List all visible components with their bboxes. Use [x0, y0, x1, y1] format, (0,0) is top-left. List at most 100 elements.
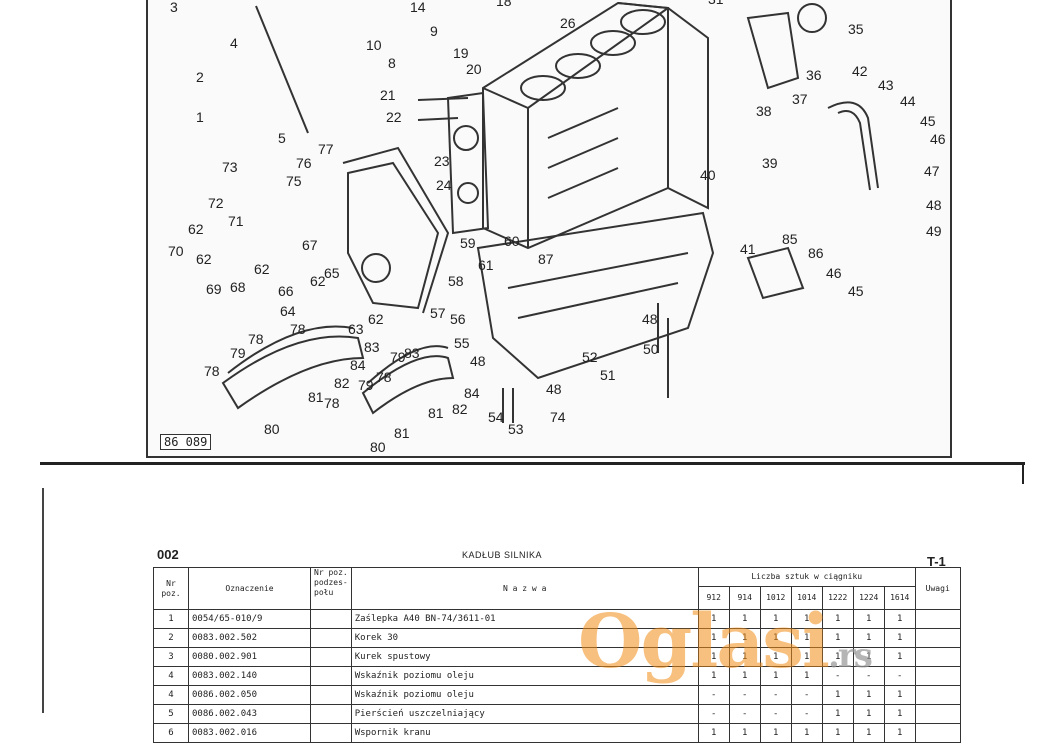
header-podzespol: Nr poz. podzes- połu — [310, 567, 352, 610]
svg-text:78: 78 — [248, 331, 264, 347]
cell-quantity: 1 — [790, 723, 823, 743]
cell-oznaczenie: 0080.002.901 — [188, 647, 311, 667]
svg-text:53: 53 — [508, 421, 524, 437]
svg-text:82: 82 — [334, 375, 350, 391]
svg-text:48: 48 — [470, 353, 486, 369]
svg-text:83: 83 — [404, 345, 420, 361]
svg-text:62: 62 — [196, 251, 212, 267]
svg-text:81: 81 — [308, 389, 324, 405]
svg-text:41: 41 — [740, 241, 756, 257]
cell-podzespol — [310, 666, 352, 686]
svg-text:46: 46 — [930, 131, 946, 147]
cell-quantity: - — [728, 704, 761, 724]
cell-uwagi — [914, 609, 961, 629]
section-title: KADŁUB SILNIKA — [462, 550, 543, 560]
cell-podzespol — [310, 723, 352, 743]
cell-nr: 1 — [153, 609, 189, 629]
svg-text:65: 65 — [324, 265, 340, 281]
cell-quantity: 1 — [697, 723, 730, 743]
svg-text:3: 3 — [170, 0, 178, 15]
svg-text:85: 85 — [782, 231, 798, 247]
header-nr: Nr poz. — [153, 567, 189, 610]
cell-quantity: 1 — [821, 704, 854, 724]
cell-uwagi — [914, 647, 961, 667]
cell-podzespol — [310, 609, 352, 629]
svg-text:45: 45 — [848, 283, 864, 299]
svg-text:78: 78 — [204, 363, 220, 379]
cell-oznaczenie: 0083.002.140 — [188, 666, 311, 686]
cell-podzespol — [310, 647, 352, 667]
cell-quantity: 1 — [852, 723, 885, 743]
svg-text:42: 42 — [852, 63, 868, 79]
cell-quantity: - — [790, 685, 823, 705]
cell-uwagi — [914, 723, 961, 743]
svg-text:75: 75 — [286, 173, 302, 189]
watermark-suffix: .rs — [828, 636, 873, 676]
svg-text:71: 71 — [228, 213, 244, 229]
svg-text:77: 77 — [318, 141, 334, 157]
cell-quantity: 1 — [883, 723, 916, 743]
svg-text:84: 84 — [350, 357, 366, 373]
cell-nr: 4 — [153, 666, 189, 686]
model-header: 1614 — [883, 586, 916, 610]
cell-uwagi — [914, 704, 961, 724]
svg-text:81: 81 — [394, 425, 410, 441]
svg-text:79: 79 — [390, 349, 406, 365]
svg-text:4: 4 — [230, 35, 238, 51]
watermark-brand: Oglasi — [578, 599, 830, 685]
svg-text:62: 62 — [310, 273, 326, 289]
svg-text:14: 14 — [410, 0, 426, 15]
cell-quantity: 1 — [883, 647, 916, 667]
svg-text:36: 36 — [806, 67, 822, 83]
svg-text:31: 31 — [708, 0, 724, 7]
cell-quantity: 1 — [852, 704, 885, 724]
svg-text:47: 47 — [924, 163, 940, 179]
svg-text:79: 79 — [230, 345, 246, 361]
svg-text:5: 5 — [278, 130, 286, 146]
svg-text:1: 1 — [196, 109, 204, 125]
cell-quantity: - — [759, 685, 792, 705]
header-oznaczenie: Oznaczenie — [188, 567, 311, 610]
watermark-logo: Oglasi.rs — [578, 605, 873, 679]
cell-oznaczenie: 0086.002.043 — [188, 704, 311, 724]
svg-text:69: 69 — [206, 281, 222, 297]
svg-text:43: 43 — [878, 77, 894, 93]
cell-oznaczenie: 0086.002.050 — [188, 685, 311, 705]
svg-text:54: 54 — [488, 409, 504, 425]
svg-text:78: 78 — [376, 369, 392, 385]
svg-text:62: 62 — [254, 261, 270, 277]
cell-quantity: 1 — [883, 609, 916, 629]
svg-text:79: 79 — [358, 377, 374, 393]
svg-text:44: 44 — [900, 93, 916, 109]
svg-text:68: 68 — [230, 279, 246, 295]
svg-text:67: 67 — [302, 237, 318, 253]
cell-nr: 2 — [153, 628, 189, 648]
svg-text:61: 61 — [478, 257, 494, 273]
svg-text:18: 18 — [496, 0, 512, 9]
svg-text:60: 60 — [504, 233, 520, 249]
svg-text:48: 48 — [546, 381, 562, 397]
svg-text:51: 51 — [600, 367, 616, 383]
svg-text:63: 63 — [348, 321, 364, 337]
svg-text:23: 23 — [434, 153, 450, 169]
left-margin-line — [42, 488, 44, 713]
model-header: 1222 — [821, 586, 854, 610]
svg-text:82: 82 — [452, 401, 468, 417]
svg-text:78: 78 — [290, 321, 306, 337]
cell-nr: 3 — [153, 647, 189, 667]
divider-line — [40, 462, 1025, 465]
svg-text:52: 52 — [582, 349, 598, 365]
parts-table: Nr poz. Oznaczenie Nr poz. podzes- połu … — [153, 567, 961, 743]
cell-quantity: - — [697, 704, 730, 724]
svg-text:62: 62 — [368, 311, 384, 327]
svg-text:66: 66 — [278, 283, 294, 299]
cell-quantity: 1 — [821, 685, 854, 705]
svg-text:83: 83 — [364, 339, 380, 355]
cell-quantity: 1 — [728, 723, 761, 743]
cell-quantity: 1 — [852, 685, 885, 705]
